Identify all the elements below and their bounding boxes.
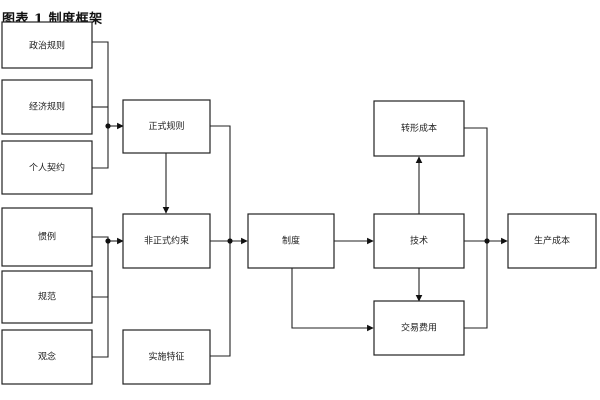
connector-personal-contracts (92, 126, 109, 169)
node-norms: 规范 (1, 270, 93, 324)
junctions (105, 123, 490, 244)
junction-dot-informal (105, 238, 111, 244)
node-personal-contracts: 个人契约 (1, 140, 93, 195)
junction-dot-formal (105, 123, 111, 129)
connector-formal-rules-out (210, 125, 231, 241)
connectors (92, 41, 508, 358)
node-label: 交易费用 (401, 322, 437, 334)
node-production-cost: 生产成本 (507, 213, 597, 269)
node-label: 政治规则 (29, 40, 65, 52)
node-economic-rules: 经济规则 (1, 79, 93, 135)
connector-political-rules (92, 41, 109, 126)
node-concepts: 观念 (1, 329, 93, 385)
node-label: 个人契约 (29, 162, 65, 174)
node-enforcement: 实施特征 (122, 329, 211, 385)
connector-enforcement-out (210, 241, 231, 357)
node-label: 制度 (282, 235, 300, 247)
connector-norms (92, 241, 109, 298)
node-label: 经济规则 (29, 101, 65, 113)
node-transformation-cost: 转形成本 (373, 100, 465, 157)
node-informal-constraints: 非正式约束 (122, 213, 211, 269)
arrow-institution-to-transaction (291, 268, 374, 332)
node-label: 观念 (38, 351, 56, 363)
node-label: 实施特征 (148, 351, 184, 363)
node-label: 规范 (38, 291, 56, 303)
node-label: 技术 (410, 235, 428, 247)
node-label: 转形成本 (401, 122, 437, 134)
connector-concepts (92, 241, 109, 358)
connector-transformation-out (464, 127, 488, 241)
node-label: 非正式约束 (144, 235, 189, 247)
connector-transaction-out (464, 241, 488, 329)
node-transaction-cost: 交易费用 (373, 300, 465, 356)
junction-dot-production (484, 238, 490, 244)
junction-dot-institution (227, 238, 233, 244)
node-custom: 惯例 (1, 207, 93, 267)
node-formal-rules: 正式规则 (122, 99, 211, 154)
node-technology: 技术 (373, 213, 465, 269)
node-political-rules: 政治规则 (1, 21, 93, 69)
node-label: 惯例 (38, 231, 56, 243)
node-label: 正式规则 (148, 120, 184, 132)
node-institution: 制度 (247, 213, 335, 269)
node-label: 生产成本 (534, 235, 570, 247)
